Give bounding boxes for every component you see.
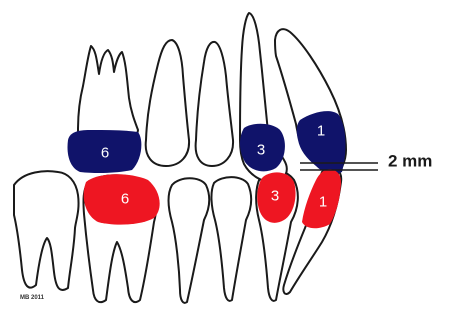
- upper-second-premolar: [146, 40, 189, 166]
- upper-molar-label: 6: [101, 145, 109, 162]
- upper-canine-label: 3: [257, 142, 265, 159]
- lower-incisor-label: 1: [319, 194, 327, 211]
- lower-canine-label: 3: [271, 188, 279, 205]
- lower-first-premolar: [211, 177, 251, 301]
- gap-measurement-label: 2 mm: [388, 152, 432, 171]
- lower-second-premolar: [169, 178, 210, 303]
- upper-incisor-label: 1: [317, 123, 325, 140]
- artist-signature: MB 2011: [20, 295, 45, 301]
- lower-second-molar: [14, 171, 79, 290]
- lower-molar-label: 6: [121, 191, 129, 208]
- upper-incisor-contact: [297, 111, 346, 174]
- upper-first-premolar: [196, 42, 233, 166]
